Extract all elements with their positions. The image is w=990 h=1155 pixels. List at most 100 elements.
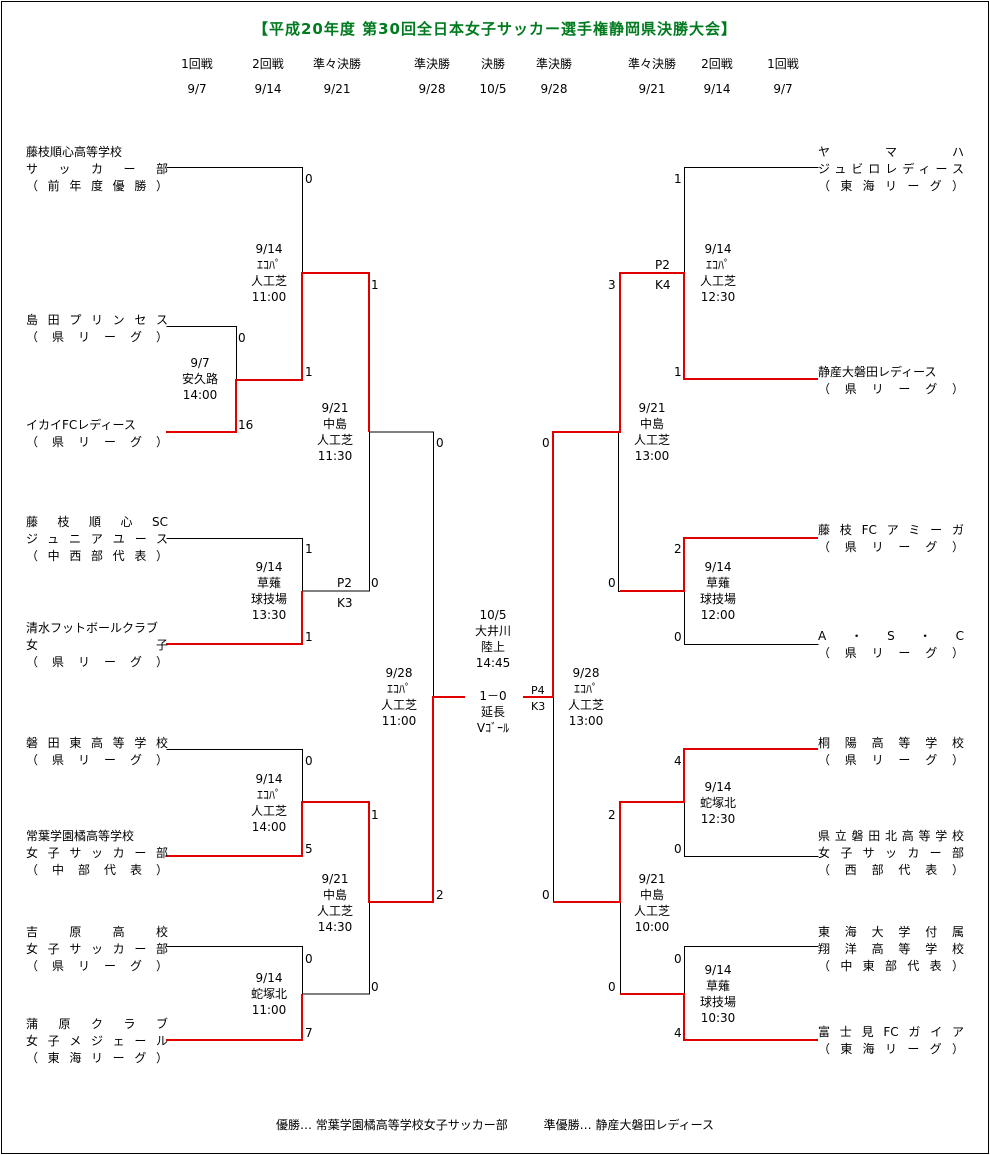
score: 0 — [305, 754, 313, 768]
team-name: 清水フットボールクラブ — [26, 621, 159, 635]
match-venue: 中島 — [639, 888, 664, 902]
score: 0 — [674, 952, 682, 966]
team-right-2: 静産大磐田レディース （県リーグ） — [818, 364, 964, 398]
score: 1 — [305, 365, 313, 379]
match-time: 12:30 — [700, 812, 736, 826]
team-name: 島田プリンセス — [26, 313, 168, 327]
score: 0 — [674, 630, 682, 644]
match-venue: ｴｺﾊﾟ — [386, 682, 411, 696]
team-name: イカイFCレディース — [26, 418, 136, 432]
team-name: 富士見FCガイア — [818, 1025, 964, 1039]
header-round-r1: 1回戦 — [767, 57, 799, 71]
match-venue-line2: 人工芝 — [250, 804, 287, 818]
final-score: 1－0 延長 Vｺﾞｰﾙ — [458, 688, 528, 736]
team-league: （県リーグ） — [26, 959, 168, 973]
team-name: 藤枝FCアミーガ — [818, 523, 964, 537]
team-left-9: 蒲原クラブ 女子メジェール （東海リーグ） — [26, 1016, 168, 1067]
header-round-r4: 準決勝 — [535, 57, 572, 71]
team-left-5: 清水フットボールクラブ 女子 （県リーグ） — [26, 620, 168, 671]
header-date-r3: 9/21 — [638, 82, 666, 96]
team-name: ヤマハ — [818, 145, 964, 159]
pk-score: P2 — [655, 258, 670, 272]
team-league: （県リーグ） — [818, 753, 964, 767]
match-info: 9/28 ｴｺﾊﾟ 人工芝 13:00 — [551, 665, 621, 729]
match-venue: 中島 — [639, 417, 664, 431]
pk-score: K3 — [531, 700, 546, 713]
score: 7 — [305, 1026, 313, 1040]
header-round-l4: 準決勝 — [413, 57, 450, 71]
match-info: 9/28 ｴｺﾊﾟ 人工芝 11:00 — [364, 665, 434, 729]
match-time: 12:00 — [700, 608, 736, 622]
final-golden-goal: Vｺﾞｰﾙ — [476, 721, 510, 735]
match-date: 9/14 — [255, 772, 283, 786]
match-time: 11:00 — [251, 290, 287, 304]
match-venue-line2: 人工芝 — [380, 698, 417, 712]
team-league: （県リーグ） — [818, 382, 964, 396]
match-info: 9/14 草薙 球技場 10:30 — [683, 962, 753, 1026]
match-date: 9/21 — [638, 401, 666, 415]
match-venue-line2: 人工芝 — [316, 433, 353, 447]
team-right-7: 東海大学付属 翔洋高等学校 （中東部代表） — [818, 924, 964, 975]
score: 0 — [238, 331, 246, 345]
header-date-l4: 9/28 — [418, 82, 446, 96]
score: 1 — [305, 630, 313, 644]
team-league: （県リーグ） — [26, 655, 168, 669]
header-round-final: 決勝 — [480, 57, 505, 71]
match-date: 9/21 — [638, 872, 666, 886]
team-name: 藤枝順心高等学校 — [26, 145, 123, 159]
team-name: 蒲原クラブ — [26, 1017, 168, 1031]
team-name-line2: 女子サッカー部 — [26, 942, 168, 956]
match-venue-line2: 人工芝 — [633, 904, 670, 918]
match-venue: ｴｺﾊﾟ — [256, 788, 281, 802]
match-venue-line2: 人工芝 — [633, 433, 670, 447]
header-date-l3: 9/21 — [323, 82, 351, 96]
header-date-final: 10/5 — [479, 82, 507, 96]
score: 2 — [608, 808, 616, 822]
score: 0 — [371, 576, 379, 590]
team-name: 吉原高校 — [26, 925, 168, 939]
score: 0 — [542, 436, 550, 450]
match-venue: 蛇塚北 — [699, 796, 736, 810]
team-name-line2: 女子メジェール — [26, 1034, 168, 1048]
score: 0 — [674, 842, 682, 856]
pk-score: K3 — [337, 596, 353, 610]
header-date-l2: 9/14 — [254, 82, 282, 96]
team-right-3: 藤枝FCアミーガ （県リーグ） — [818, 522, 964, 556]
team-right-5: 桐陽高等学校 （県リーグ） — [818, 735, 964, 769]
team-name: 常葉学園橘高等学校 — [26, 829, 135, 843]
match-info: 9/14 ｴｺﾊﾟ 人工芝 14:00 — [234, 771, 304, 835]
final-result: 1－0 — [479, 689, 507, 703]
team-left-7: 常葉学園橘高等学校 女子サッカー部 （中部代表） — [26, 828, 168, 879]
match-info: 9/7 安久路 14:00 — [165, 355, 235, 403]
match-date: 9/14 — [255, 971, 283, 985]
score: 5 — [305, 842, 313, 856]
pk-score: K4 — [655, 278, 671, 292]
team-name-line2: ジュビロレディース — [818, 162, 964, 176]
team-right-8: 富士見FCガイア （東海リーグ） — [818, 1024, 964, 1058]
team-name-line2: サッカー部 — [26, 162, 168, 176]
team-league: （県リーグ） — [818, 540, 964, 554]
results-footer: 優勝… 常葉学園橘高等学校女子サッカー部 準優勝… 静産大磐田レディース — [0, 1116, 990, 1133]
match-date: 9/7 — [190, 356, 210, 370]
team-league: （県リーグ） — [26, 435, 168, 449]
team-name-line2: 翔洋高等学校 — [818, 942, 964, 956]
match-time: 13:00 — [634, 449, 670, 463]
team-left-6: 磐田東高等学校 （県リーグ） — [26, 735, 168, 769]
team-name: 東海大学付属 — [818, 925, 964, 939]
score: 0 — [305, 952, 313, 966]
match-date: 9/14 — [704, 560, 732, 574]
final-extra-time: 延長 — [480, 705, 505, 719]
match-date: 9/14 — [255, 560, 283, 574]
match-venue: ｴｺﾊﾟ — [573, 682, 598, 696]
match-date: 9/14 — [255, 242, 283, 256]
team-league: （西部代表） — [818, 863, 964, 877]
score: 0 — [436, 436, 444, 450]
score: 1 — [674, 365, 682, 379]
match-info: 9/14 ｴｺﾊﾟ 人工芝 11:00 — [234, 241, 304, 305]
team-league: （県リーグ） — [26, 330, 168, 344]
score: 4 — [674, 754, 682, 768]
header-date-r4: 9/28 — [540, 82, 568, 96]
team-league: （県リーグ） — [818, 646, 964, 660]
match-time: 14:30 — [317, 920, 353, 934]
